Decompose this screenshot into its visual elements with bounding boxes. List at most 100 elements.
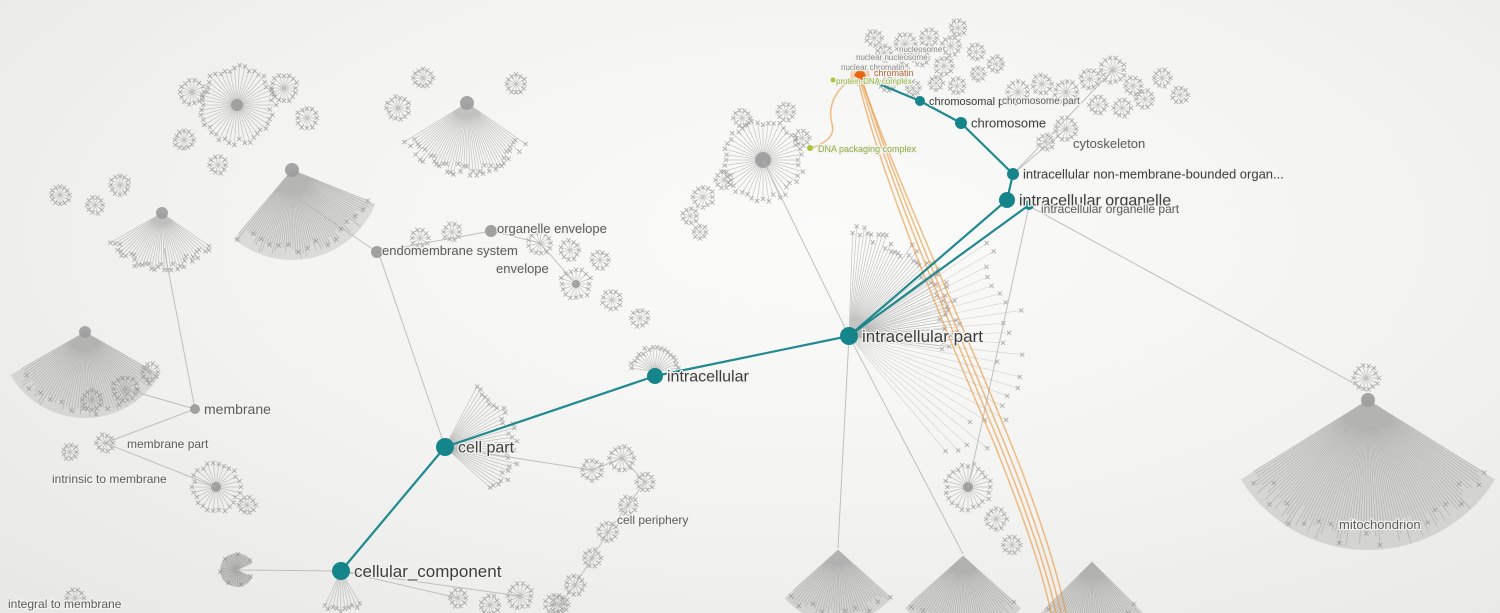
gray-tree-edges	[104, 69, 1367, 606]
term-label-envelope[interactable]: envelope	[495, 260, 550, 278]
node-label-intracellular-nmbo[interactable]: intracellular non-membrane-bounded organ…	[1022, 165, 1285, 183]
node-intracellular-organelle-part[interactable]	[1024, 200, 1034, 210]
cluster-leaf-tips	[542, 592, 568, 613]
node-label-cell-part[interactable]: cell part	[457, 438, 516, 458]
node-label-intracellular-part[interactable]: intracellular part	[861, 326, 985, 348]
term-label-cytoskeleton[interactable]: cytoskeleton	[1072, 135, 1147, 153]
cluster-spokes	[324, 570, 361, 612]
cluster-leaf-tips	[1052, 78, 1080, 106]
highlight-edge-intracellular-nmbo--chromosome	[960, 122, 1014, 175]
cluster-spokes	[271, 75, 297, 101]
term-label-membrane-part[interactable]: membrane part	[126, 436, 211, 453]
cluster-hub-node[interactable]	[156, 207, 168, 219]
term-label-chromosome-part[interactable]: chromosome part	[1001, 95, 1082, 109]
go-subtree-cluster	[628, 344, 681, 373]
go-subtree-cluster	[893, 32, 919, 57]
green-hit-node[interactable]	[830, 77, 836, 83]
cluster-spokes	[777, 104, 794, 121]
cluster-leaf-tips	[948, 18, 968, 38]
tree-edge	[490, 230, 541, 244]
cluster-leaf-tips	[690, 184, 715, 210]
cluster-leaf-tips	[558, 267, 594, 301]
term-label-integral-to-membrane[interactable]: integral to membrane	[7, 596, 123, 613]
node-cell-part[interactable]	[436, 438, 454, 456]
tree-edge	[627, 481, 646, 506]
go-subtree-cluster	[1170, 85, 1191, 105]
gray-term-node[interactable]	[485, 225, 497, 237]
term-label-endomembrane-system[interactable]: endomembrane system	[381, 242, 519, 260]
cluster-leaf-tips	[84, 194, 106, 216]
term-label-membrane[interactable]: membrane	[203, 400, 273, 419]
node-label-chromosome[interactable]: chromosome	[970, 114, 1048, 132]
highlight-edge-cell-part--intracellular	[444, 374, 656, 449]
tree-edge	[539, 242, 577, 285]
go-subtree-cluster	[983, 506, 1010, 532]
tree-edge	[340, 570, 521, 597]
term-label-nuclear-chromatin[interactable]: nuclear chromatin	[840, 62, 906, 74]
cluster-leaf-tips	[474, 384, 520, 491]
cluster-spokes	[21, 331, 150, 417]
node-chromosomal-part[interactable]	[915, 96, 925, 106]
go-subtree-cluster	[792, 128, 812, 149]
cluster-hub-node[interactable]	[231, 99, 243, 111]
go-subtree-cluster	[111, 375, 140, 404]
node-intracellular-organelle[interactable]	[999, 192, 1015, 208]
term-label-protein-dna-complex[interactable]: protein-DNA complex	[835, 76, 913, 88]
highlight-edge-intracellular--intracellular-part	[654, 334, 850, 378]
cluster-spokes	[914, 50, 929, 66]
term-label-nuclear-nucleosome[interactable]: nuclear nucleosome	[855, 52, 930, 64]
node-label-chromosomal-part[interactable]: chromosomal part	[928, 95, 1019, 110]
node-intracellular-nmbo[interactable]	[1007, 168, 1019, 180]
cluster-spokes	[297, 108, 317, 129]
cluster-leaf-tips	[969, 65, 987, 83]
cluster-hub-node[interactable]	[1361, 393, 1375, 407]
node-label-cellular-component[interactable]: cellular_component	[353, 561, 503, 583]
cluster-hub-node[interactable]	[460, 96, 474, 110]
cluster-spokes	[175, 130, 194, 149]
cluster-hub-node[interactable]	[79, 326, 91, 338]
term-label-intracellular-organelle-part[interactable]: intracellular organelle part	[1040, 201, 1181, 218]
cluster-leaf-tips	[792, 128, 812, 149]
tree-edge	[591, 457, 623, 471]
cluster-hub-node[interactable]	[285, 163, 299, 177]
node-intracellular[interactable]	[647, 368, 663, 384]
orange-association-edge	[860, 77, 1067, 613]
cluster-spokes	[950, 78, 964, 93]
cluster-leaf-tips	[1098, 55, 1127, 85]
green-hit-node[interactable]	[807, 145, 813, 151]
go-subtree-cluster	[1000, 534, 1023, 556]
cluster-leaf-tips	[268, 73, 300, 104]
cluster-leaf-tips	[986, 54, 1006, 74]
term-label-dna-packaging-complex[interactable]: DNA packaging complex	[817, 143, 918, 156]
go-subtree-cluster	[93, 432, 116, 454]
node-label-intracellular[interactable]: intracellular	[666, 367, 751, 387]
go-subtree-cluster	[918, 27, 940, 49]
cluster-leaf-tips	[189, 460, 244, 514]
cluster-leaf-tips	[947, 75, 967, 96]
cluster-leaf-tips	[680, 205, 700, 226]
cluster-leaf-tips	[1000, 534, 1023, 556]
term-label-cell-periphery[interactable]: cell periphery	[616, 512, 690, 529]
cluster-leaf-tips	[596, 520, 620, 544]
node-cellular-component[interactable]	[332, 562, 350, 580]
cluster-spokes	[238, 497, 256, 513]
term-label-mitochondrion[interactable]: mitochondrion	[1338, 516, 1422, 534]
term-label-intrinsic-to-membrane[interactable]: intrinsic to membrane	[51, 471, 169, 488]
node-chromosome[interactable]	[955, 117, 967, 129]
cluster-leaf-tips	[1086, 94, 1109, 116]
cluster-leaf-tips	[691, 223, 709, 241]
node-intracellular-part[interactable]	[840, 327, 858, 345]
node-label-intracellular-organelle[interactable]: intracellular organelle	[1018, 191, 1173, 211]
cluster-leaf-tips	[1046, 601, 1137, 613]
node-chromatin[interactable]	[854, 70, 866, 82]
gray-term-node[interactable]	[371, 246, 383, 258]
term-label-chromatin[interactable]: chromatin	[873, 67, 915, 80]
gray-term-node[interactable]	[190, 404, 200, 414]
term-label-organelle-envelope[interactable]: organelle envelope	[496, 220, 608, 238]
term-label-nucleosome[interactable]: nucleosome	[898, 44, 944, 56]
cluster-spokes	[180, 80, 205, 105]
cluster-spokes	[1172, 88, 1188, 102]
cluster-leaf-tips	[634, 471, 656, 493]
